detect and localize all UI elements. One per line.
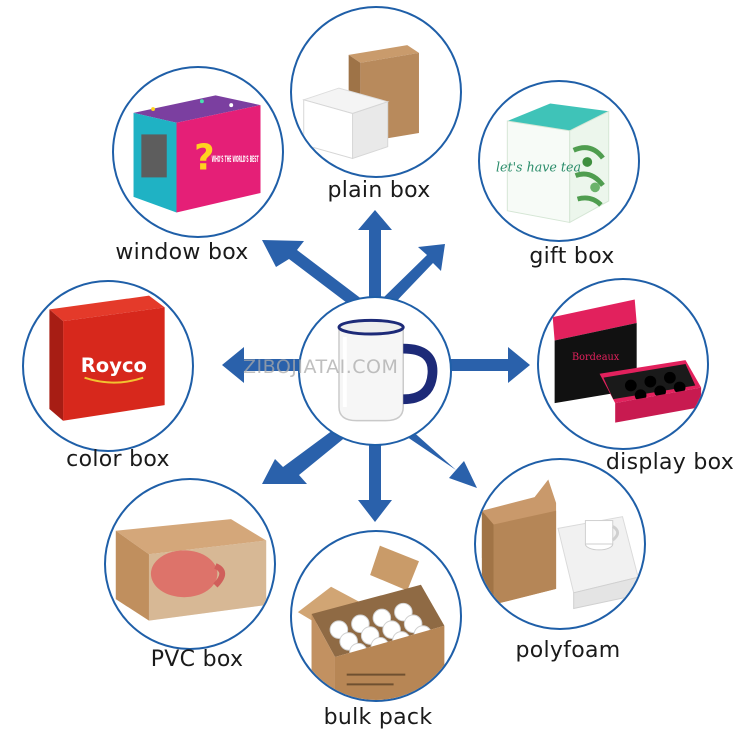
bulk-pack-image: [297, 545, 445, 700]
svg-text:?: ?: [194, 138, 214, 179]
label-display-box: display box: [605, 450, 735, 475]
arrow-left: [222, 347, 302, 383]
polyfoam-image: [481, 479, 639, 610]
arrow-up-left: [262, 240, 363, 309]
color-box-art-text: Royco: [81, 354, 147, 377]
label-gift-box: gift box: [529, 244, 615, 269]
label-bulk-pack: bulk pack: [323, 705, 433, 730]
label-pvc-box: PVC box: [150, 647, 244, 672]
color-box-bubble: Royco: [22, 280, 194, 452]
label-color-box: color box: [66, 447, 170, 472]
plain-box-image: [302, 45, 419, 160]
color-box-image: Royco: [49, 295, 165, 421]
pvc-box-bubble: [104, 478, 276, 650]
bulk-pack-bubble: [290, 530, 462, 702]
display-box-art-text: Bordeaux: [572, 352, 620, 363]
label-polyfoam: polyfoam: [515, 638, 621, 663]
pvc-box-image: [115, 519, 267, 621]
arrow-down: [358, 436, 392, 522]
mug-image: [337, 318, 438, 422]
display-box-image: Bordeaux: [552, 299, 702, 423]
arrow-right: [448, 347, 530, 383]
label-window-box: window box: [115, 240, 249, 265]
polyfoam-bubble: [474, 458, 646, 630]
label-plain-box: plain box: [327, 178, 431, 203]
gift-box-art-text: let's have tea: [496, 160, 581, 175]
display-box-bubble: Bordeaux: [537, 278, 709, 450]
center-mug-bubble: [298, 296, 452, 446]
gift-box-bubble: let's have tea: [478, 80, 640, 242]
arrow-up-right: [380, 244, 445, 309]
arrow-up: [358, 210, 392, 299]
window-box-image: ? WHO'S THE WORLD'S BEST: [133, 95, 261, 213]
gift-box-image: let's have tea: [496, 103, 610, 224]
window-box-bubble: ? WHO'S THE WORLD'S BEST: [112, 66, 284, 238]
plain-box-bubble: [290, 6, 462, 178]
window-box-art-text: WHO'S THE WORLD'S BEST: [212, 155, 259, 165]
watermark-text: ZIBOJIATAI.COM: [243, 356, 399, 378]
